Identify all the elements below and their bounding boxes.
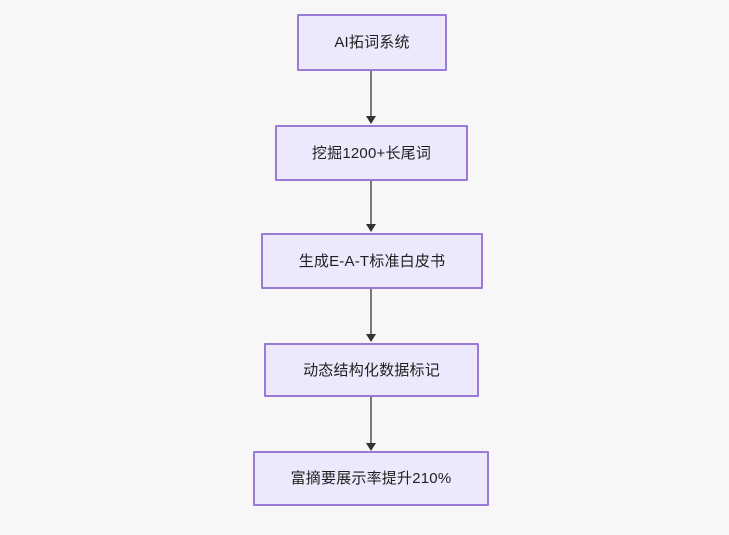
flowchart-node-n5[interactable]: 富摘要展示率提升210%	[253, 451, 489, 506]
flowchart-edge-n3-n4	[370, 289, 372, 334]
flowchart-arrowhead-n3-n4	[366, 334, 376, 342]
flowchart-edge-n2-n3	[370, 181, 372, 225]
flowchart-node-label: 生成E-A-T标准白皮书	[298, 252, 446, 270]
flowchart-edge-n4-n5	[370, 397, 372, 443]
flowchart-arrowhead-n1-n2	[366, 116, 376, 124]
flowchart-node-label: AI拓词系统	[334, 34, 410, 51]
flowchart-arrowhead-n4-n5	[366, 443, 376, 451]
flowchart-node-n1[interactable]: AI拓词系统	[297, 14, 447, 71]
flowchart-node-n2[interactable]: 挖掘1200+长尾词	[275, 125, 468, 181]
flowchart-edge-n1-n2	[370, 71, 372, 117]
flowchart-node-label: 挖掘1200+长尾词	[311, 144, 432, 162]
flowchart-node-n3[interactable]: 生成E-A-T标准白皮书	[261, 233, 483, 289]
flowchart-node-label: 动态结构化数据标记	[303, 361, 440, 379]
flowchart-arrowhead-n2-n3	[366, 224, 376, 232]
flowchart-node-label: 富摘要展示率提升210%	[290, 470, 452, 487]
flowchart-node-n4[interactable]: 动态结构化数据标记	[264, 343, 479, 397]
